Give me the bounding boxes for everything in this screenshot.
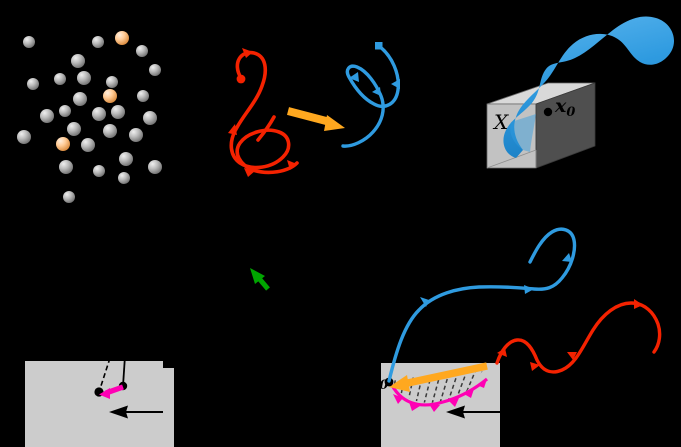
particle-gray [59, 105, 71, 117]
initial-point-x0 [543, 107, 553, 117]
particle-gray [27, 78, 39, 90]
particle-gray [63, 191, 75, 203]
particle-gray [67, 122, 81, 136]
pendulum-reference-rod [98, 357, 111, 393]
particle-gray [59, 160, 73, 174]
orange-contraction-arrow [389, 362, 488, 392]
pendulum-panel-notch [25, 368, 174, 447]
blue-manifold-blob [503, 16, 675, 159]
red-arrowheads-top [228, 48, 297, 177]
particle-gray [103, 124, 117, 138]
magenta-perturbation-arrow [99, 384, 124, 399]
particle-gray [54, 73, 66, 85]
particle-gray [143, 111, 157, 125]
pendulum-rod [122, 355, 126, 387]
red-start-marker [236, 74, 246, 84]
perturbed-point-label: x′0 [363, 368, 389, 394]
initial-point-label-x0: x0 [555, 95, 576, 121]
panel-pointer-arrow-left [109, 405, 163, 419]
particle-gray [77, 71, 91, 85]
box-inner-edge [486, 149, 537, 169]
particle-gray [93, 165, 105, 177]
particle-peach [56, 137, 70, 151]
state-space-label-X: X [494, 110, 509, 134]
red-trajectory-top [229, 50, 299, 175]
particle-gray [92, 107, 106, 121]
blue-trajectory-top [341, 44, 400, 148]
particle-gray [106, 76, 118, 88]
particle-gray [137, 90, 149, 102]
particle-gray [92, 36, 104, 48]
blob-inside-box [510, 114, 536, 152]
particle-gray [81, 138, 95, 152]
orange-transition-arrow [286, 107, 345, 131]
particle-peach [115, 31, 129, 45]
red-trajectory-diverging [495, 301, 662, 374]
blue-arrowheads-diverging [420, 253, 572, 307]
particle-gray [129, 128, 143, 142]
particle-gray [23, 36, 35, 48]
box-side-face [535, 82, 596, 169]
blue-trajectory-diverging [387, 227, 577, 383]
particle-gray [148, 160, 162, 174]
particle-gray [118, 172, 130, 184]
particle-gray [119, 152, 133, 166]
red-arrowheads-diverging [497, 299, 643, 371]
particle-gray [71, 54, 85, 68]
particle-gray [136, 45, 148, 57]
particle-gray [73, 92, 87, 106]
particle-gray [149, 64, 161, 76]
particle-gray [17, 130, 31, 144]
green-arrow [250, 268, 270, 291]
particle-gray [111, 105, 125, 119]
particle-peach [103, 89, 117, 103]
magenta-divergence-arrows [388, 377, 489, 407]
magenta-arrowheads [393, 379, 487, 412]
panel-pointer-arrow-right [446, 405, 500, 419]
blue-start-marker [375, 42, 383, 50]
blue-arrowheads-top [349, 72, 400, 96]
particle-gray [40, 109, 54, 123]
